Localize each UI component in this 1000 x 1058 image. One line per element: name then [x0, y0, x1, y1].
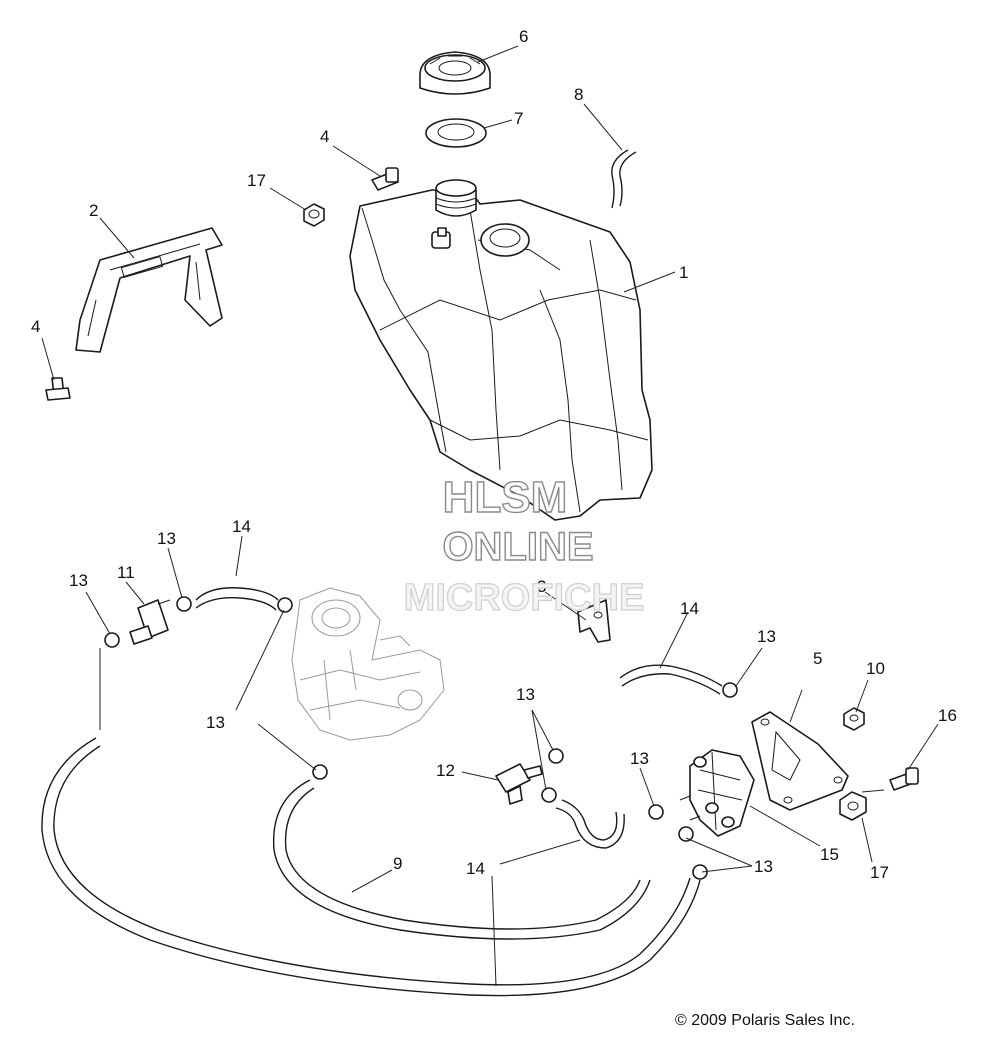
clamp-13-a	[104, 632, 120, 648]
clamp-13-f	[548, 748, 564, 764]
callout-17-top: 17	[247, 171, 266, 190]
callout-13-mid: 13	[516, 685, 535, 704]
callout-5: 5	[813, 649, 822, 668]
watermark-line-3: MICROFICHE	[404, 577, 645, 619]
callout-16: 16	[938, 706, 957, 725]
fuel-pump-part-15	[679, 749, 755, 837]
hose-clamps	[104, 596, 738, 880]
cap-gasket-part	[425, 118, 487, 148]
callout-7: 7	[514, 109, 523, 128]
clamp-13-i	[678, 826, 694, 842]
watermark-line-2: ONLINE	[442, 525, 593, 569]
clamp-13-c	[277, 597, 293, 613]
clamp-13-e	[722, 682, 738, 698]
callout-labels: 6 7 8 4 17 2 1 4 14 13 11 13 3 14 13 5 1…	[31, 27, 957, 882]
callout-12: 12	[436, 761, 455, 780]
callout-17-right: 17	[870, 863, 889, 882]
leader-lines	[41, 45, 939, 987]
nut-part-top	[303, 203, 325, 227]
callout-4-left: 4	[31, 317, 40, 336]
clamp-13-h	[648, 804, 664, 820]
watermark: HLSM ONLINE MICROFICHE	[403, 472, 645, 619]
callout-13-carb: 13	[206, 713, 225, 732]
fuel-tank-part	[349, 179, 653, 521]
fitting-part-12	[495, 763, 543, 805]
callout-1: 1	[679, 263, 688, 282]
pump-mount-plate-5	[751, 711, 849, 811]
nut-part-17-right	[839, 791, 867, 821]
callout-2: 2	[89, 201, 98, 220]
inline-filter-part	[129, 599, 171, 645]
callout-14-bottom: 14	[466, 859, 485, 878]
clamp-13-b	[176, 596, 192, 612]
callout-6: 6	[519, 27, 528, 46]
clamp-13-d	[312, 764, 328, 780]
clamp-13-j	[692, 864, 708, 880]
watermark-line-1: HLSM	[443, 473, 568, 522]
callout-13-left: 13	[69, 571, 88, 590]
bolt-part-top	[371, 167, 399, 191]
copyright-notice: © 2009 Polaris Sales Inc.	[675, 1012, 855, 1029]
fuel-cap-part	[419, 51, 491, 95]
carburetor-reference-ghost	[291, 587, 445, 741]
tank-bracket-part	[75, 227, 223, 353]
vent-hose-part	[611, 149, 637, 209]
bolt-part-left	[45, 377, 71, 401]
callout-9: 9	[393, 854, 402, 873]
callout-14-top: 14	[232, 517, 251, 536]
callout-11: 11	[117, 563, 135, 582]
callout-13-top: 13	[157, 529, 176, 548]
callout-14-right: 14	[680, 599, 699, 618]
callout-4-top: 4	[320, 127, 329, 146]
small-bracket-part	[577, 599, 611, 643]
callout-15: 15	[820, 845, 839, 864]
callout-3: 3	[537, 577, 546, 596]
callout-13-right: 13	[757, 627, 776, 646]
clamp-13-g	[541, 787, 557, 803]
callout-13-bottom: 13	[754, 857, 773, 876]
callout-10: 10	[866, 659, 885, 678]
fuel-hoses-14	[195, 587, 723, 849]
callout-8: 8	[574, 85, 583, 104]
fuel-line-9	[41, 737, 701, 997]
nut-part-10	[843, 707, 865, 731]
bolt-part-16	[889, 767, 919, 791]
callout-13-pump: 13	[630, 749, 649, 768]
